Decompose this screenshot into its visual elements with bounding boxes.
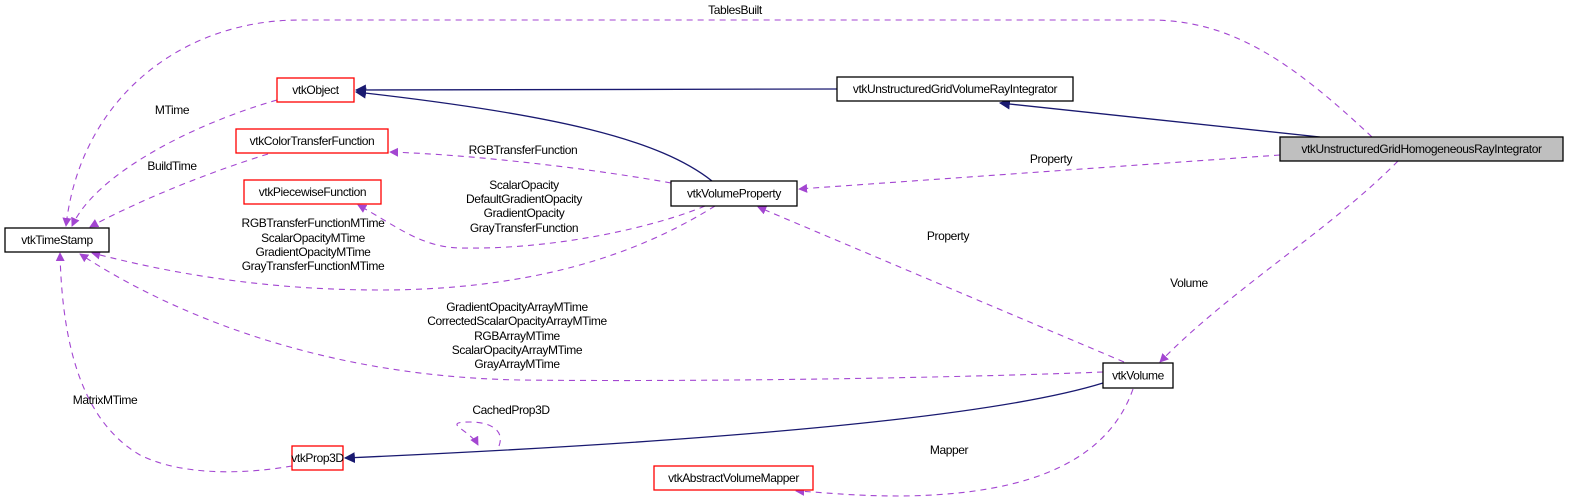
node-vtkprop3d[interactable]: vtkProp3D [291,445,345,471]
edge-volume-timestamp [79,253,1104,382]
node-label: vtkPiecewiseFunction [259,185,366,199]
label-volume: Volume [1170,276,1208,290]
edge-property-ughri [798,154,1281,193]
label-matrixmtime: MatrixMTime [73,393,138,407]
edge-volprop-object [354,87,713,182]
edge-labels: TablesBuilt MTime BuildTime RGBTransferF… [73,3,1209,457]
node-label: vtkUnstructuredGridVolumeRayIntegrator [853,82,1058,96]
label-grayarraymtime: GrayArrayMTime [474,357,560,371]
node-vtkpiecewisefunction[interactable]: vtkPiecewiseFunction [243,179,382,205]
node-label: vtkProp3D [291,451,344,465]
node-label: vtkTimeStamp [21,233,93,247]
label-tablesbuilt: TablesBuilt [708,3,763,17]
label-scalaropacity: ScalarOpacity [489,178,559,192]
label-correctedscalaropacityarraymtime: CorrectedScalarOpacityArrayMTime [427,314,607,328]
node-label: vtkAbstractVolumeMapper [668,471,799,485]
label-scalaropacitymtime: ScalarOpacityMTime [261,231,365,245]
label-graytransferfunctionmtime: GrayTransferFunctionMTime [242,259,385,273]
node-vtkcolortransferfunction[interactable]: vtkColorTransferFunction [235,128,389,154]
label-gradientopacity: GradientOpacity [484,206,565,220]
edge-ughri-ugvri [998,98,1321,138]
label-defaultgradientopacity: DefaultGradientOpacity [466,192,582,206]
node-vtkvolumeproperty[interactable]: vtkVolumeProperty [670,180,798,207]
edge-volprop-piecewise [357,204,706,249]
label-gradientopacitymtime: GradientOpacityMTime [256,245,372,259]
node-label: vtkObject [292,83,339,97]
edge-rgbtransferfunction [389,147,672,184]
edge-volume-prop3d [343,382,1104,464]
node-vtkobject[interactable]: vtkObject [276,77,355,103]
node-vtkunstructuredgridhomogeneousrayintegrator[interactable]: vtkUnstructuredGridHomogeneousRayIntegra… [1279,136,1564,162]
node-vtkunstructuredgridvolumerayintegrator[interactable]: vtkUnstructuredGridVolumeRayIntegrator [836,76,1074,102]
label-scalaropacityarraymtime: ScalarOpacityArrayMTime [452,343,583,357]
edge-tablesbuilt [62,19,1373,227]
label-graytransferfunction: GrayTransferFunction [470,221,578,235]
label-property-ughri: Property [1030,152,1073,166]
node-label: vtkUnstructuredGridHomogeneousRayIntegra… [1301,142,1542,156]
label-property-volume: Property [927,229,970,243]
edge-buildtime [89,153,269,228]
edge-property-volume [757,206,1125,363]
edge-cachedprop3d [456,421,501,447]
node-label: vtkColorTransferFunction [250,134,375,148]
node-vtkabstractvolumemapper[interactable]: vtkAbstractVolumeMapper [653,465,814,491]
edges [55,19,1399,497]
label-mtime: MTime [155,103,190,117]
label-buildtime: BuildTime [147,159,197,173]
label-rgbarraymtime: RGBArrayMTime [474,329,560,343]
label-rgbtransferfunctionmtime: RGBTransferFunctionMTime [242,216,386,230]
edge-mapper [795,388,1134,497]
node-label: vtkVolume [1112,369,1164,383]
edge-volprop-timestamp [91,205,716,291]
node-label: vtkVolumeProperty [687,187,781,201]
node-vtkvolume[interactable]: vtkVolume [1102,362,1174,389]
label-rgbtransferfunction: RGBTransferFunction [469,143,578,157]
label-gradientopacityarraymtime: GradientOpacityArrayMTime [446,300,588,314]
edge-mtime [71,99,278,227]
edge-matrixmtime [55,252,293,473]
edge-volume [1159,160,1399,363]
edge-ugvri-object [354,84,838,96]
label-cachedprop3d: CachedProp3D [472,403,550,417]
label-mapper: Mapper [930,443,969,457]
node-vtktimestamp[interactable]: vtkTimeStamp [4,227,110,253]
